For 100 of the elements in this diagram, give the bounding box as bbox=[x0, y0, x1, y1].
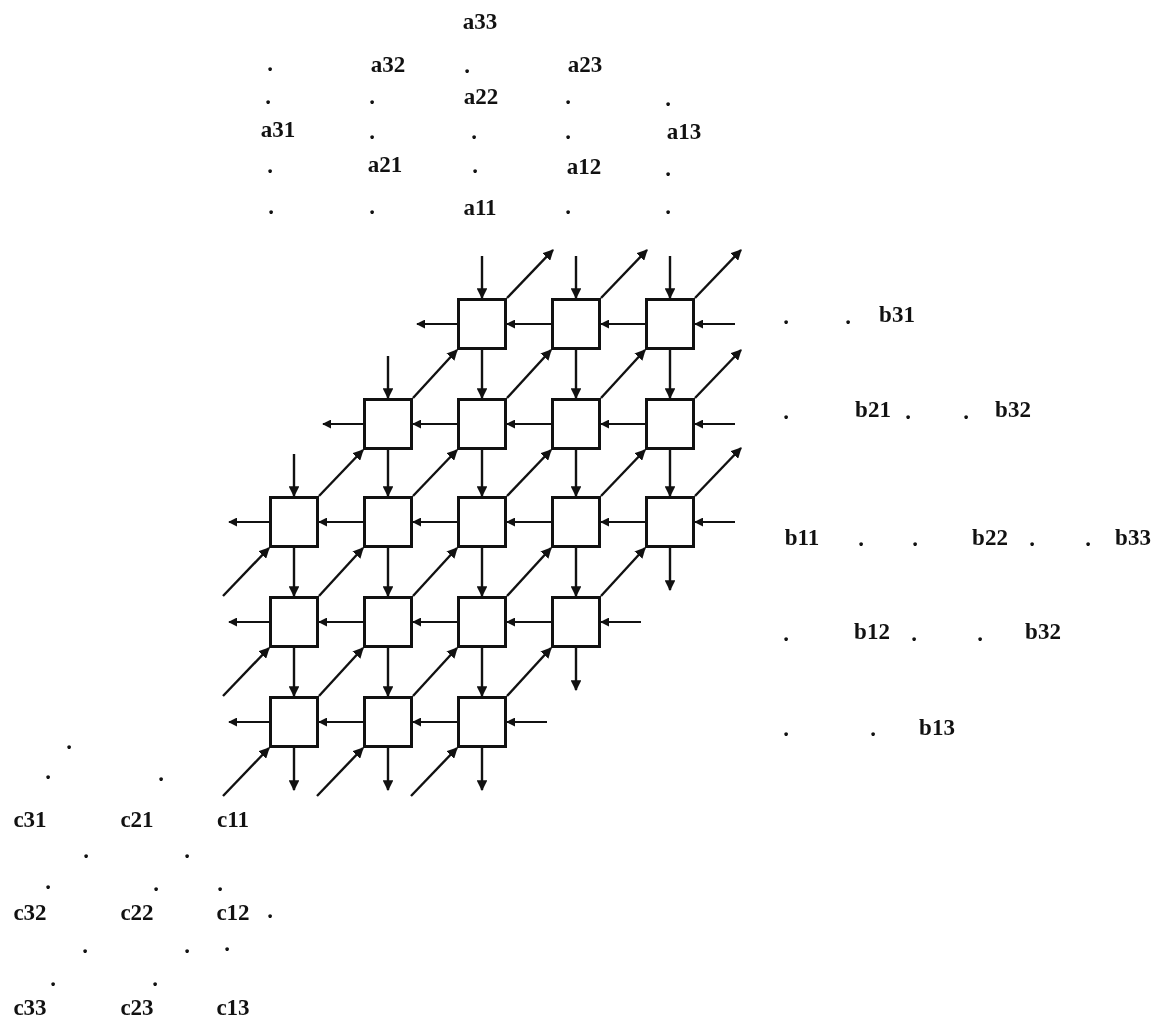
arrow bbox=[322, 419, 364, 429]
arrow bbox=[318, 717, 364, 727]
processing-cell bbox=[645, 298, 695, 350]
spacer-dot: . bbox=[267, 155, 273, 177]
matrix-element-label: b32 bbox=[1025, 621, 1061, 643]
arrow bbox=[476, 350, 488, 400]
matrix-element-label: c13 bbox=[216, 997, 250, 1019]
spacer-dot: . bbox=[471, 121, 477, 143]
arrow bbox=[222, 647, 270, 697]
spacer-dot: . bbox=[845, 306, 851, 328]
matrix-element-label: c32 bbox=[13, 902, 47, 924]
processing-cell bbox=[363, 496, 413, 548]
spacer-dot: . bbox=[66, 731, 72, 753]
processing-cell bbox=[551, 496, 601, 548]
arrow bbox=[694, 319, 736, 329]
spacer-dot: . bbox=[267, 53, 273, 75]
spacer-dot: . bbox=[783, 306, 789, 328]
processing-cell bbox=[645, 398, 695, 450]
spacer-dot: . bbox=[783, 718, 789, 740]
spacer-dot: . bbox=[963, 401, 969, 423]
arrow bbox=[570, 450, 582, 498]
arrow bbox=[382, 548, 394, 598]
spacer-dot: . bbox=[464, 55, 470, 77]
matrix-element-label: c23 bbox=[120, 997, 154, 1019]
spacer-dot: . bbox=[369, 196, 375, 218]
spacer-dot: . bbox=[153, 873, 159, 895]
spacer-dot: . bbox=[565, 196, 571, 218]
processing-cell bbox=[269, 696, 319, 748]
arrow bbox=[694, 517, 736, 527]
spacer-dot: . bbox=[268, 196, 274, 218]
arrow bbox=[228, 717, 270, 727]
processing-cell bbox=[645, 496, 695, 548]
arrow bbox=[412, 717, 458, 727]
spacer-dot: . bbox=[369, 121, 375, 143]
arrow bbox=[318, 517, 364, 527]
arrow bbox=[476, 648, 488, 698]
matrix-element-label: a13 bbox=[666, 121, 702, 143]
spacer-dot: . bbox=[369, 86, 375, 108]
spacer-dot: . bbox=[158, 763, 164, 785]
spacer-dot: . bbox=[1085, 528, 1091, 550]
spacer-dot: . bbox=[265, 86, 271, 108]
processing-cell bbox=[363, 596, 413, 648]
arrow bbox=[316, 747, 364, 797]
arrow bbox=[222, 747, 270, 797]
spacer-dot: . bbox=[977, 623, 983, 645]
spacer-dot: . bbox=[665, 158, 671, 180]
spacer-dot: . bbox=[184, 935, 190, 957]
arrow bbox=[382, 450, 394, 498]
arrow bbox=[694, 447, 742, 497]
matrix-element-label: c11 bbox=[217, 809, 249, 831]
matrix-element-label: b21 bbox=[855, 399, 891, 421]
arrow bbox=[600, 419, 646, 429]
arrow bbox=[382, 748, 394, 792]
spacer-dot: . bbox=[82, 935, 88, 957]
arrow bbox=[600, 449, 646, 497]
arrow bbox=[476, 748, 488, 792]
processing-cell bbox=[457, 696, 507, 748]
spacer-dot: . bbox=[184, 840, 190, 862]
matrix-element-label: a11 bbox=[463, 197, 497, 219]
processing-cell bbox=[269, 596, 319, 648]
matrix-element-label: c21 bbox=[120, 809, 154, 831]
arrow bbox=[318, 547, 364, 597]
arrow bbox=[318, 617, 364, 627]
matrix-element-label: b31 bbox=[879, 304, 915, 326]
spacer-dot: . bbox=[665, 196, 671, 218]
arrow bbox=[288, 548, 300, 598]
arrow bbox=[506, 647, 552, 697]
processing-cell bbox=[551, 596, 601, 648]
processing-cell bbox=[457, 496, 507, 548]
arrow bbox=[410, 747, 458, 797]
arrow bbox=[412, 349, 458, 399]
arrow bbox=[570, 548, 582, 598]
arrow bbox=[382, 356, 394, 400]
arrow bbox=[600, 319, 646, 329]
spacer-dot: . bbox=[905, 401, 911, 423]
spacer-dot: . bbox=[911, 623, 917, 645]
spacer-dot: . bbox=[665, 88, 671, 110]
arrow bbox=[506, 717, 548, 727]
arrow bbox=[506, 617, 552, 627]
matrix-element-label: b22 bbox=[972, 527, 1008, 549]
processing-cell bbox=[363, 398, 413, 450]
matrix-element-label: c31 bbox=[13, 809, 47, 831]
arrow bbox=[288, 648, 300, 698]
matrix-element-label: a31 bbox=[260, 119, 296, 141]
arrow bbox=[412, 419, 458, 429]
matrix-element-label: c33 bbox=[13, 997, 47, 1019]
spacer-dot: . bbox=[472, 155, 478, 177]
matrix-element-label: b11 bbox=[784, 527, 820, 549]
spacer-dot: . bbox=[858, 528, 864, 550]
arrow bbox=[288, 454, 300, 498]
arrow bbox=[570, 350, 582, 400]
arrow bbox=[222, 547, 270, 597]
spacer-dot: . bbox=[565, 121, 571, 143]
processing-cell bbox=[269, 496, 319, 548]
matrix-element-label: b33 bbox=[1115, 527, 1151, 549]
spacer-dot: . bbox=[1029, 528, 1035, 550]
processing-cell bbox=[457, 398, 507, 450]
arrow bbox=[506, 349, 552, 399]
arrow bbox=[570, 648, 582, 692]
arrow bbox=[476, 450, 488, 498]
